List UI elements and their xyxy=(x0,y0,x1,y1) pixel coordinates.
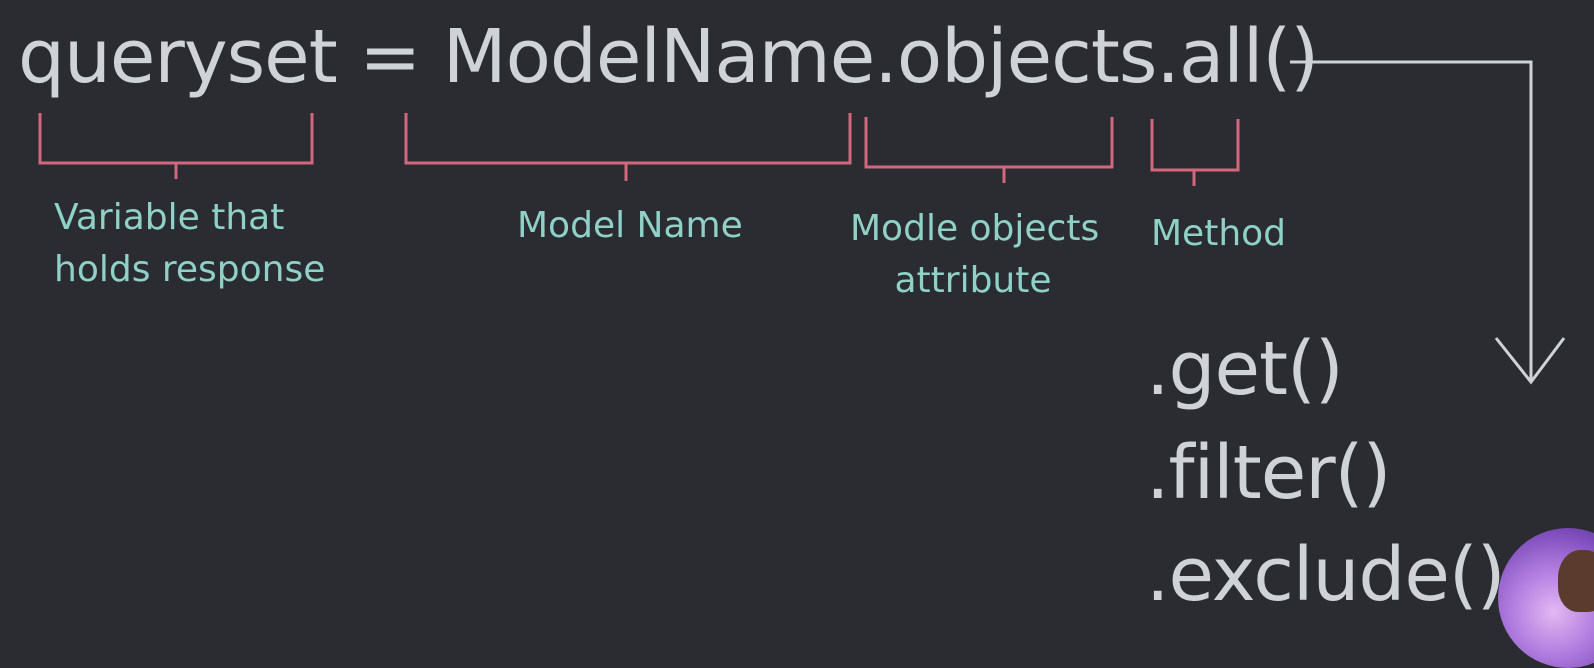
label-objects-line2: attribute xyxy=(894,260,1052,301)
code-dot-1: . xyxy=(874,14,898,100)
code-method: all() xyxy=(1178,14,1319,100)
label-variable-line2: holds response xyxy=(54,249,326,290)
bracket-model xyxy=(404,113,852,181)
label-variable: Variable that holds response xyxy=(54,192,325,296)
method-get: .get() xyxy=(1146,326,1344,412)
label-method: Method xyxy=(1151,213,1287,254)
bracket-variable xyxy=(38,113,314,179)
label-objects-line1: Modle objects xyxy=(850,208,1100,249)
code-equals: = xyxy=(336,14,443,100)
bracket-objects xyxy=(864,117,1114,183)
code-dot-2: . xyxy=(1156,14,1180,100)
code-objects: objects xyxy=(896,14,1158,100)
diagram-overlay xyxy=(38,60,1566,385)
label-model: Model Name xyxy=(517,205,743,246)
method-filter: .filter() xyxy=(1146,430,1391,516)
code-variable: queryset xyxy=(18,14,338,100)
method-exclude: .exclude() xyxy=(1146,532,1506,618)
label-variable-line1: Variable that xyxy=(54,197,285,238)
code-line: queryset = ModelName.objects.all() xyxy=(18,12,1319,102)
bracket-method xyxy=(1150,119,1240,186)
code-model: ModelName xyxy=(442,14,875,100)
label-objects: Modle objects attribute xyxy=(850,203,1100,307)
presenter-head xyxy=(1558,550,1594,612)
arrow-to-methods xyxy=(1290,60,1566,385)
